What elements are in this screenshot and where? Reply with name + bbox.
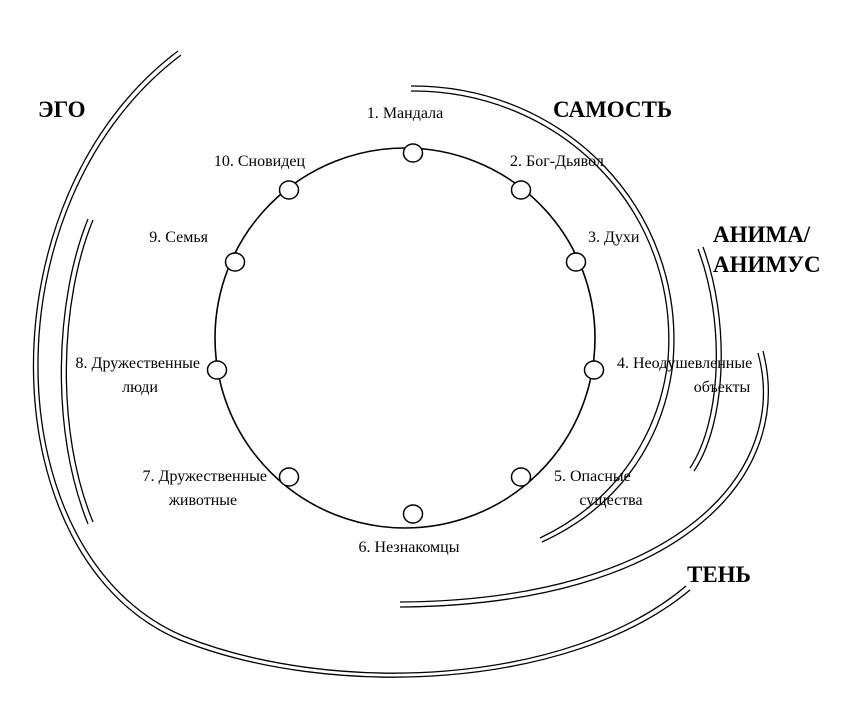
arc-label-line: САМОСТЬ xyxy=(553,97,672,122)
main-circle xyxy=(214,147,596,529)
node-marker-6 xyxy=(402,504,424,524)
anima-arc xyxy=(689,246,722,472)
node-label-line: 1. Мандала xyxy=(367,105,443,122)
node-marker-9 xyxy=(224,252,246,272)
arc-labels: ЭГО САМОСТЬ АНИМА/АНИМУС ТЕНЬ xyxy=(38,97,821,587)
node-label-2: 2. Бог-Дьявол xyxy=(510,153,604,170)
node-label-line: 5. Опасные xyxy=(554,468,631,485)
node-label-line: 7. Дружественные xyxy=(143,468,267,485)
ego-label: ЭГО xyxy=(38,97,86,122)
self-arc xyxy=(410,85,675,543)
arc-label-line: АНИМУС xyxy=(713,252,821,277)
node-markers xyxy=(206,143,605,524)
node-label-line: существа xyxy=(579,492,642,509)
node-label-line: объекты xyxy=(694,379,751,396)
anima-animus-label: АНИМА/АНИМУС xyxy=(713,222,821,277)
ego-arc xyxy=(32,50,691,678)
node-marker-10 xyxy=(278,180,300,200)
node-marker-5 xyxy=(510,467,532,487)
node-labels: 1. Мандала 2. Бог-Дьявол 3. Духи 4. Неодуше… xyxy=(76,105,753,556)
node-label-line: 9. Семья xyxy=(149,229,208,246)
shadow-arc xyxy=(399,350,769,608)
node-label-5: 5. Опасные существа xyxy=(554,468,643,509)
node-label-line: 8. Дружественные xyxy=(76,355,200,372)
node-marker-1 xyxy=(402,143,424,163)
node-label-10: 10. Сновидец xyxy=(214,153,306,170)
node-marker-7 xyxy=(278,467,300,487)
node-label-line: 2. Бог-Дьявол xyxy=(510,153,604,170)
node-label-line: животные xyxy=(168,492,237,509)
arc-label-line: ЭГО xyxy=(38,97,86,122)
node-label-line: 4. Неодушевленные xyxy=(617,355,752,372)
self-label: САМОСТЬ xyxy=(553,97,672,122)
node-label-line: 6. Незнакомцы xyxy=(359,539,460,556)
node-marker-2 xyxy=(510,180,532,200)
node-label-line: люди xyxy=(122,379,158,396)
arc-label-line: АНИМА/ xyxy=(713,222,811,247)
node-label-8: 8. Дружественные люди xyxy=(76,355,200,396)
node-marker-4 xyxy=(583,360,605,380)
node-label-7: 7. Дружественные животные xyxy=(143,468,267,509)
node-marker-8 xyxy=(206,360,228,380)
node-label-line: 10. Сновидец xyxy=(214,153,306,170)
node-label-3: 3. Духи xyxy=(588,229,640,246)
node-marker-3 xyxy=(565,252,587,272)
node-label-6: 6. Незнакомцы xyxy=(359,539,460,556)
arc-label-line: ТЕНЬ xyxy=(687,562,751,587)
arcs-layer xyxy=(32,50,769,678)
node-label-4: 4. Неодушевленные объекты xyxy=(617,355,752,396)
node-label-line: 3. Духи xyxy=(588,229,640,246)
node-label-9: 9. Семья xyxy=(149,229,208,246)
ego-inner-arc xyxy=(60,218,94,525)
node-label-1: 1. Мандала xyxy=(367,105,443,122)
shadow-label: ТЕНЬ xyxy=(687,562,751,587)
